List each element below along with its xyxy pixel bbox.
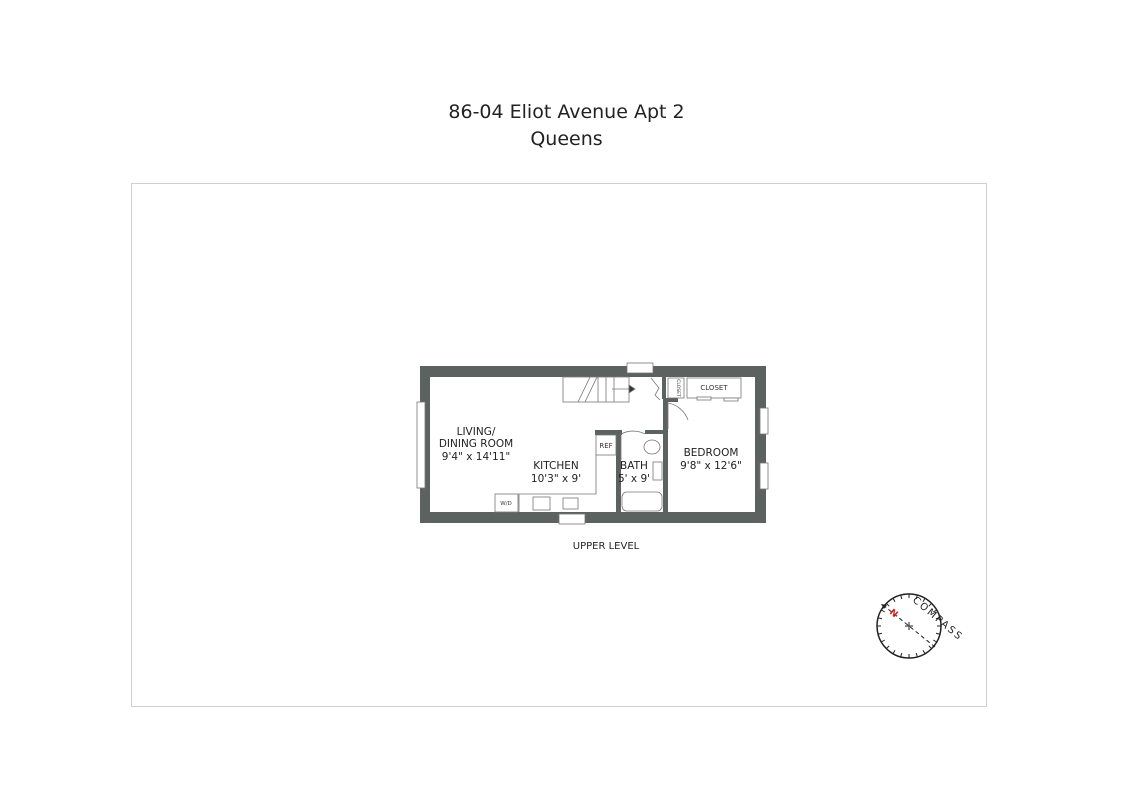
compass: N COMPASS: [876, 593, 965, 659]
toilet-icon: [643, 439, 661, 455]
level-label: UPPER LEVEL: [573, 541, 640, 552]
bedroom-label: BEDROOM: [684, 447, 739, 459]
compass-tick: [922, 649, 926, 654]
compass-tick: [877, 632, 883, 635]
compass-tick: [900, 594, 903, 600]
bedroom-dimensions: 9'8" x 12'6": [680, 460, 742, 472]
stove-icon: [532, 496, 551, 511]
borough-title: Queens: [530, 128, 603, 150]
compass-tick: [922, 598, 926, 603]
kitchen-dimensions: 10'3" x 9': [531, 473, 581, 485]
compass-tick: [928, 645, 932, 649]
compass-tick: [932, 609, 937, 613]
compass-tick: [932, 639, 937, 643]
compass-tick: [915, 594, 918, 600]
bathtub-icon: [621, 491, 663, 512]
compass-tick: [892, 598, 896, 603]
windows: [416, 362, 769, 525]
compass-tick: [928, 603, 932, 607]
bath-dimensions: 5' x 9': [618, 473, 650, 485]
kitchen-label: KITCHEN: [533, 460, 579, 472]
living-label-2: DINING ROOM: [439, 438, 513, 450]
closets: CLOSET CLOSET: [667, 377, 742, 402]
compass-tick: [892, 649, 896, 654]
ref-label: REF: [599, 442, 612, 450]
doors: [620, 377, 689, 460]
bath-fixtures: [621, 439, 663, 512]
small-closet-label: CLOSET: [675, 379, 681, 397]
address-title: 86-04 Eliot Avenue Apt 2: [448, 101, 685, 123]
stairs: [562, 376, 636, 403]
bath-sink-icon: [652, 461, 663, 481]
compass-tick: [886, 603, 890, 607]
compass-tick: [915, 652, 918, 658]
compass-tick: [877, 617, 883, 620]
washer-dryer-label: W/D: [500, 501, 512, 507]
living-label-1: LIVING/: [457, 426, 496, 438]
sink-icon: [562, 497, 579, 510]
compass-tick: [900, 652, 903, 658]
compass-tick: [935, 632, 941, 635]
closet-label: CLOSET: [700, 384, 728, 392]
bath-label: BATH: [620, 460, 648, 472]
compass-tick: [886, 645, 890, 649]
compass-tick: [935, 617, 941, 620]
living-dimensions: 9'4" x 14'11": [442, 451, 510, 463]
compass-tick: [881, 639, 886, 643]
plan-frame: [131, 183, 987, 707]
compass-tick: [881, 609, 886, 613]
kitchen-fixtures: REF W/D: [494, 434, 617, 513]
